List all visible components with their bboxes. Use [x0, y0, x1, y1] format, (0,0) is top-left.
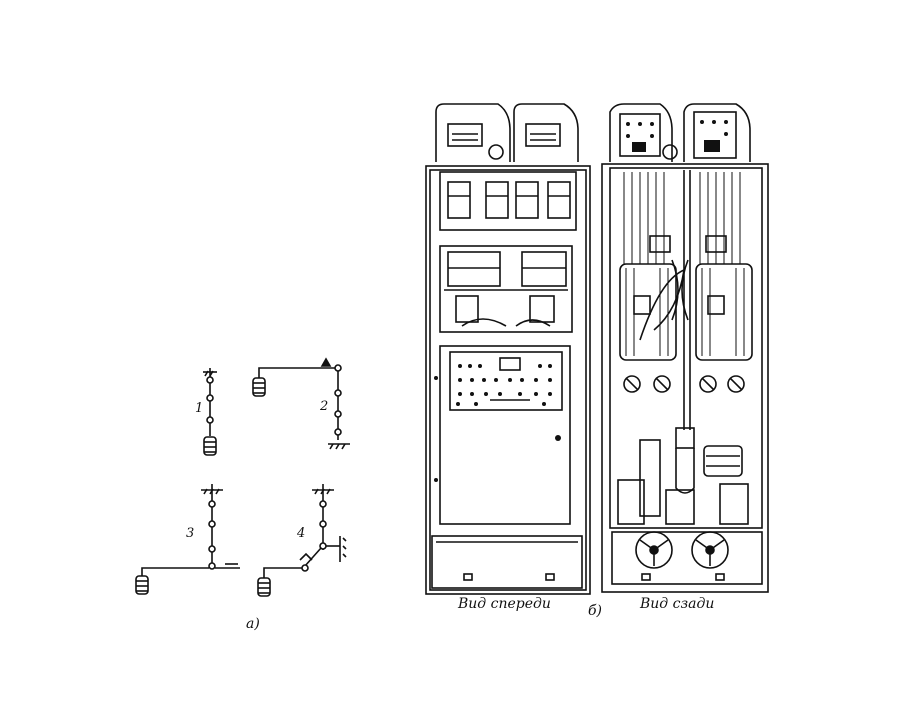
- rear-view-caption: Вид сзади: [640, 596, 715, 612]
- scheme-number-3: 3: [186, 526, 195, 541]
- scheme-1: [203, 368, 217, 456]
- scheme-number-4: 4: [297, 526, 306, 541]
- scheme-2: [252, 357, 350, 450]
- scheme-number-2: 2: [320, 399, 329, 414]
- rear-cabinet: [601, 103, 769, 593]
- scheme-number-1: 1: [195, 401, 204, 416]
- caption-b: б): [588, 603, 603, 619]
- front-cabinet: [425, 103, 591, 595]
- scheme-4: [257, 484, 347, 597]
- caption-a: а): [246, 616, 260, 632]
- front-view-caption: Вид спереди: [458, 596, 551, 612]
- scheme-3: [135, 484, 240, 595]
